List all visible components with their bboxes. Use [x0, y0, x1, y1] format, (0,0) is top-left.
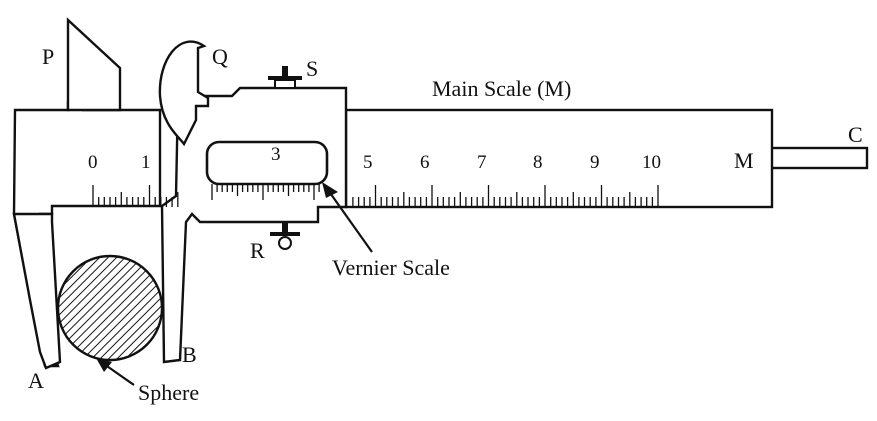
label-q: Q [212, 44, 228, 69]
vernier-window [205, 140, 329, 186]
scale-number-8: 8 [533, 152, 543, 173]
vernier-scale-ticks [211, 184, 320, 200]
vernier-pointer-arrow [322, 182, 373, 253]
depth-rod [768, 146, 869, 170]
label-b: B [182, 342, 197, 367]
scale-number-1: 1 [141, 152, 151, 173]
label-c: C [848, 122, 863, 147]
sphere-pointer-arrow [96, 358, 135, 386]
label-main-scale: Main Scale (M) [432, 76, 571, 101]
upper-fixed-jaw-p [66, 17, 122, 112]
scale-number-7: 7 [477, 152, 487, 173]
scale-number-3: 3 [271, 144, 281, 165]
label-m: M [734, 148, 754, 173]
main-scale-ticks [92, 185, 659, 207]
label-p: P [42, 44, 54, 69]
lock-screw-s [268, 66, 302, 89]
scale-number-10: 10 [642, 152, 661, 173]
label-r: R [250, 238, 265, 263]
main-scale-bar [344, 108, 774, 209]
label-vernier-scale: Vernier Scale [332, 255, 450, 280]
label-s: S [306, 56, 318, 81]
lock-screw-r [270, 222, 300, 250]
label-a: A [28, 368, 44, 393]
lower-fixed-jaw-a [12, 212, 62, 370]
main-scale-numbers: 0 1 3 5 6 7 8 9 10 [88, 144, 661, 173]
label-sphere: Sphere [138, 380, 199, 405]
scale-number-6: 6 [420, 152, 430, 173]
scale-number-9: 9 [590, 152, 600, 173]
sphere [56, 254, 164, 362]
scale-number-0: 0 [88, 152, 98, 173]
scale-number-5: 5 [363, 152, 373, 173]
upper-movable-jaw-q [158, 40, 210, 147]
